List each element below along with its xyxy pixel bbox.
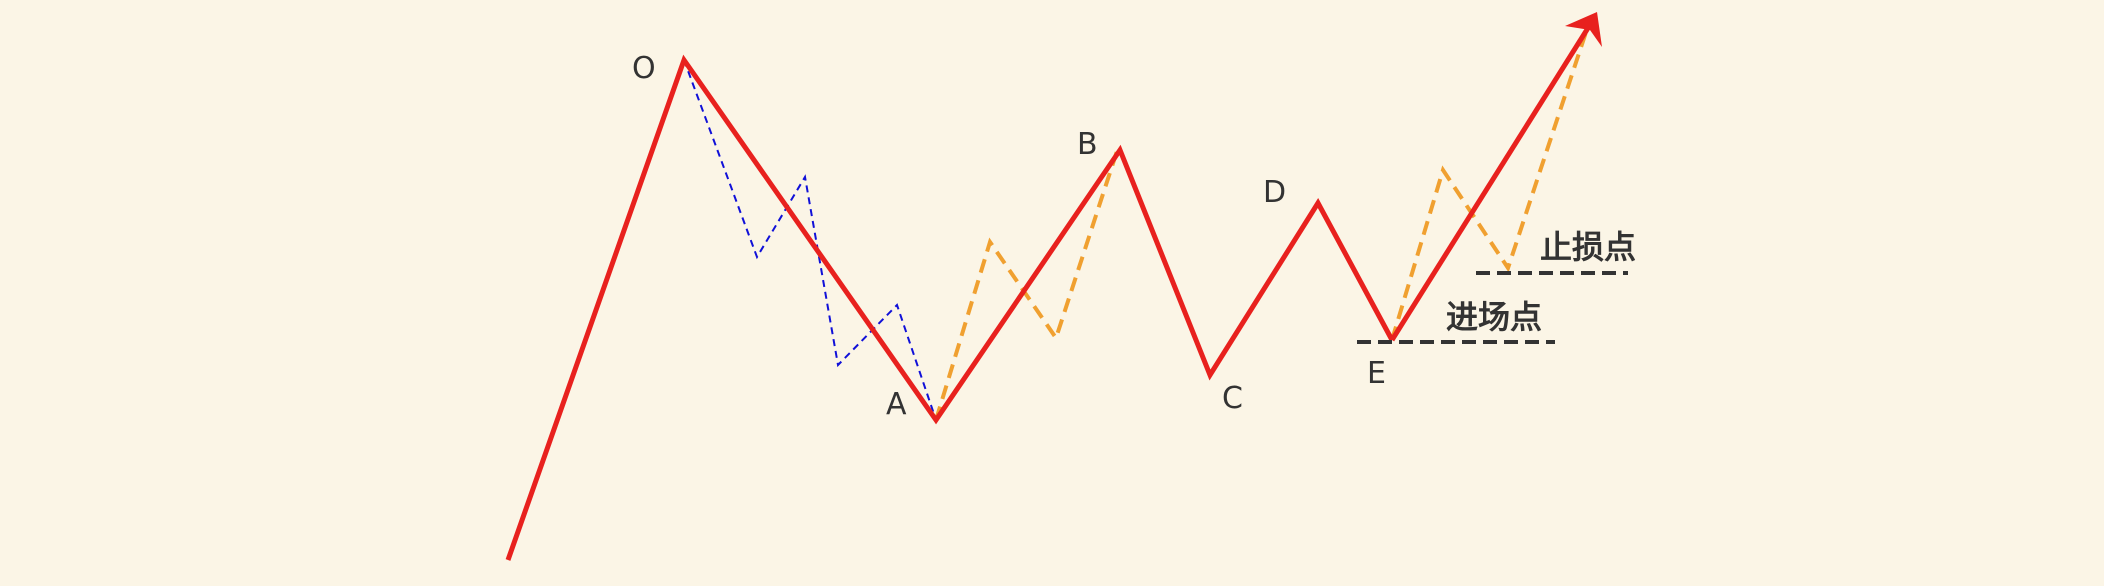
label-b: B: [1077, 127, 1098, 162]
main-wave: [505, 54, 1395, 561]
label-a: A: [886, 387, 907, 422]
stop-loss-label: 止损点: [1540, 228, 1636, 266]
final-impulse: [1389, 26, 1591, 342]
sub-wave-orange-e: [1390, 19, 1592, 341]
label-e: E: [1367, 356, 1386, 391]
entry-label: 进场点: [1446, 298, 1542, 336]
sub-wave-blue: [683, 59, 937, 421]
label-d: D: [1263, 175, 1286, 210]
label-o: O: [632, 51, 656, 86]
label-c: C: [1222, 381, 1243, 416]
arrow-up-icon: [1565, 12, 1602, 47]
